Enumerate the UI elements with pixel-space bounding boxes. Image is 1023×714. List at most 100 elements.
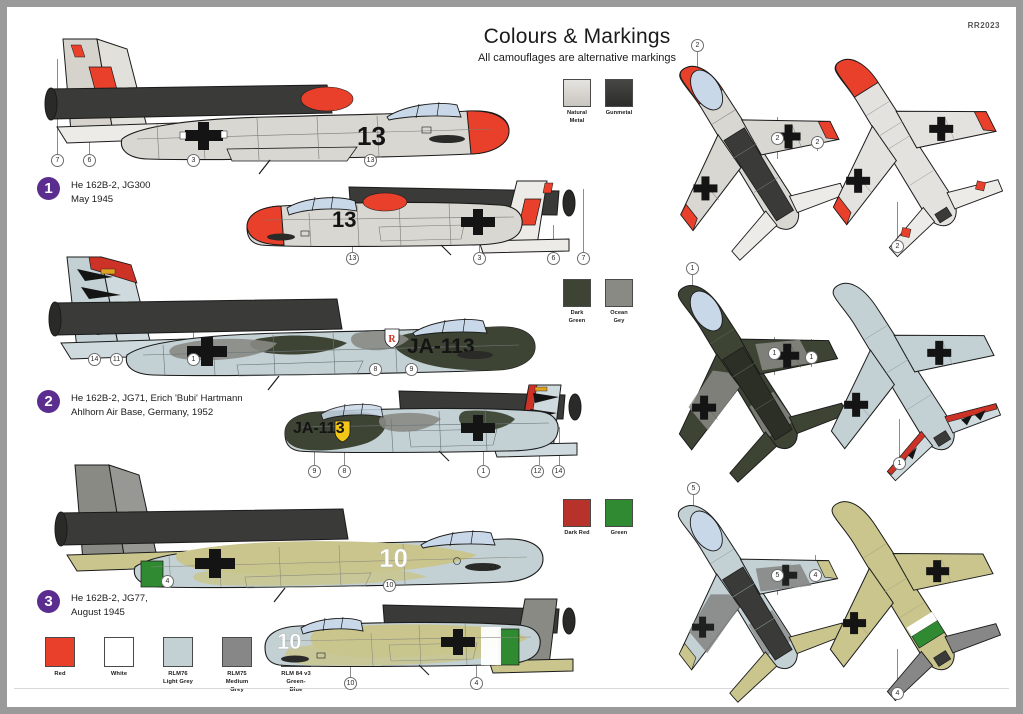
leader-line xyxy=(897,202,898,240)
balkenkreuz-marking xyxy=(187,337,227,366)
callout-7: 7 xyxy=(577,252,590,265)
callout-3: 3 xyxy=(473,252,486,265)
callout-1: 1 xyxy=(686,262,699,275)
scheme2-side-view-lower: JA-113 xyxy=(279,384,589,475)
callout-10: 10 xyxy=(344,677,357,690)
callout-1: 1 xyxy=(768,347,781,360)
callout-6: 6 xyxy=(83,154,96,167)
callout-4: 4 xyxy=(161,575,174,588)
swatch-label: Dark Green xyxy=(568,310,586,324)
callout-8: 8 xyxy=(369,363,382,376)
scheme3-side-view-lower: 10 xyxy=(259,597,609,692)
scheme1-plan-view-top xyxy=(647,31,846,261)
swatch-chip xyxy=(563,79,591,107)
callout-1: 1 xyxy=(805,351,818,364)
aircraft-number: 10 xyxy=(277,629,301,654)
scheme-number-badge: 1 xyxy=(37,177,60,200)
swatch-label: White xyxy=(110,671,128,677)
scheme1-plan-view-bottom xyxy=(797,27,1004,258)
callout-7: 7 xyxy=(51,154,64,167)
swatch-label: RLM76 Light Grey xyxy=(163,671,193,685)
legend-swatch-rlm75: RLM75 Medium Grey xyxy=(222,637,252,694)
balkenkreuz-marking xyxy=(195,549,235,578)
swatch-chip xyxy=(563,279,591,307)
swatch-chip xyxy=(104,637,134,667)
swatch-label: Dark Red xyxy=(564,530,590,536)
scheme1-side-view-upper: 13 xyxy=(27,27,527,177)
swatch-group-lower: Dark Red Green xyxy=(563,499,633,538)
kit-code: RR2023 xyxy=(967,21,1000,30)
callout-9: 9 xyxy=(405,363,418,376)
callout-14: 14 xyxy=(552,465,565,478)
balkenkreuz-marking xyxy=(441,629,475,655)
callout-4: 4 xyxy=(470,677,483,690)
swatch-chip xyxy=(45,637,75,667)
swatch-gunmetal: Gunmetal xyxy=(605,79,633,125)
callout-11: 11 xyxy=(110,353,123,366)
leader-line xyxy=(583,189,584,252)
scheme-number-badge: 2 xyxy=(37,390,60,413)
callout-2: 2 xyxy=(891,240,904,253)
callout-4: 4 xyxy=(809,569,822,582)
swatch-label: Red xyxy=(54,671,66,677)
callout-3: 3 xyxy=(187,154,200,167)
scheme2-plan-view-top xyxy=(643,255,848,483)
callout-2: 2 xyxy=(771,132,784,145)
legend-swatch-white: White xyxy=(104,637,134,694)
swatch-dark-green: Dark Green xyxy=(563,279,591,325)
callout-1: 1 xyxy=(893,457,906,470)
callout-5: 5 xyxy=(687,482,700,495)
sheet-page: RR2023 Colours & Markings All camouflage… xyxy=(7,7,1016,707)
callout-1: 1 xyxy=(477,465,490,478)
swatch-label: Natural Metal xyxy=(567,110,587,124)
header: Colours & Markings All camouflages are a… xyxy=(447,25,707,64)
scheme-number-badge: 3 xyxy=(37,590,60,613)
aircraft-number: 13 xyxy=(357,121,386,151)
callout-9: 9 xyxy=(308,465,321,478)
swatch-chip xyxy=(222,637,252,667)
callout-2: 2 xyxy=(811,136,824,149)
callout-8: 8 xyxy=(338,465,351,478)
callout-13: 13 xyxy=(364,154,377,167)
callout-2: 2 xyxy=(691,39,704,52)
page-title: Colours & Markings xyxy=(483,25,671,48)
swatch-chip xyxy=(163,637,193,667)
legend-swatch-rlm76: RLM76 Light Grey xyxy=(163,637,193,694)
unit-emblem-shield: R xyxy=(384,328,400,349)
swatch-label: Gunmetal xyxy=(605,110,633,116)
scheme-caption-text: He 162B-2, JG300 May 1945 xyxy=(71,180,151,206)
aircraft-code: JA-113 xyxy=(293,420,345,437)
scheme-caption-3: 3 He 162B-2, JG77, August 1945 xyxy=(37,590,148,621)
unit-emblem-shield xyxy=(334,420,351,443)
scheme2-side-view-upper: R JA-113 xyxy=(27,247,547,391)
scheme3-plan-view-top xyxy=(643,475,848,703)
scheme-caption-text: He 162B-2, JG77, August 1945 xyxy=(71,593,148,619)
swatch-natural-metal: Natural Metal xyxy=(563,79,591,125)
swatch-ocean-grey: Ocean Gey xyxy=(605,279,633,325)
balkenkreuz-marking xyxy=(461,415,495,441)
svg-text:R: R xyxy=(388,334,396,345)
callout-12: 12 xyxy=(531,465,544,478)
footer-divider xyxy=(14,688,1009,689)
swatch-green: Green xyxy=(605,499,633,538)
swatch-label: RLM75 Medium Grey xyxy=(225,671,249,693)
callout-14: 14 xyxy=(88,353,101,366)
leader-line xyxy=(899,419,900,457)
balkenkreuz-marking xyxy=(461,209,495,235)
scheme3-side-view-upper: 10 xyxy=(27,457,544,603)
swatch-label: RLM 84 v3 Green-Blue xyxy=(281,671,311,693)
swatch-dark-red: Dark Red xyxy=(563,499,591,538)
leader-line xyxy=(553,225,554,252)
aircraft-code: JA-113 xyxy=(407,335,475,358)
callout-6: 6 xyxy=(547,252,560,265)
callout-1: 1 xyxy=(187,353,200,366)
swatch-group-middle: Dark Green Ocean Gey xyxy=(563,279,633,325)
swatch-chip xyxy=(605,79,633,107)
swatch-label: Ocean Gey xyxy=(610,310,628,324)
callout-4: 4 xyxy=(891,687,904,700)
swatch-label: Green xyxy=(610,530,628,536)
aircraft-number: 10 xyxy=(379,543,408,573)
swatch-chip xyxy=(605,279,633,307)
scheme-caption-1: 1 He 162B-2, JG300 May 1945 xyxy=(37,177,150,208)
